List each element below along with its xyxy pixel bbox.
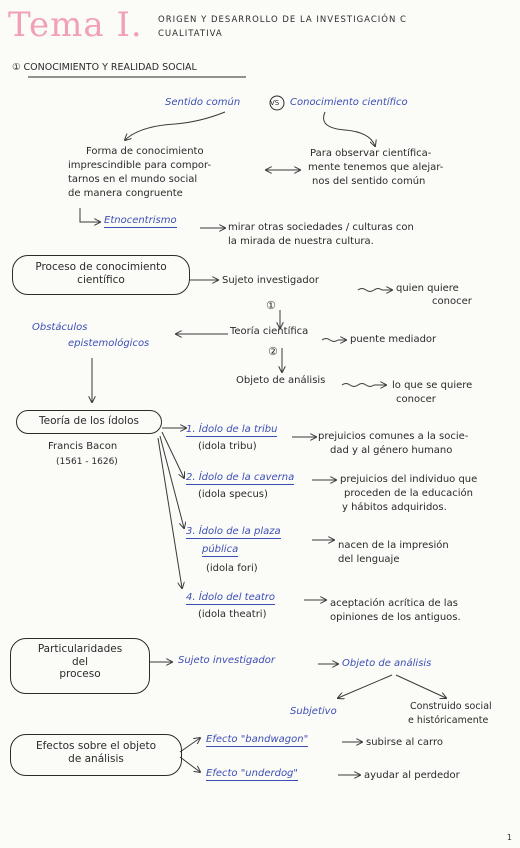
idolo-3-desc-line2: del lenguaje — [338, 554, 400, 565]
step-number-1: ① — [266, 299, 276, 312]
etnocentrismo-desc-line2: la mirada de nuestra cultura. — [228, 236, 374, 247]
efecto-underdog-desc: ayudar al perdedor — [364, 770, 460, 781]
cientifico-desc-line1: Para observar científica- — [310, 148, 432, 159]
bacon-years: (1561 - 1626) — [56, 457, 118, 467]
sujeto-desc-line1: quien quiere — [396, 283, 459, 294]
particularidades-line3: proceso — [59, 668, 101, 681]
idolo-1-title: 1. Ídolo de la tribu — [186, 424, 278, 437]
objeto-desc-line1: lo que se quiere — [392, 380, 473, 391]
conocimiento-cientifico: Conocimiento científico — [290, 97, 408, 108]
sujeto-investigador: Sujeto investigador — [222, 275, 319, 286]
efecto-bandwagon: Efecto "bandwagon" — [206, 734, 309, 747]
idolo-3-latin: (idola fori) — [206, 563, 258, 574]
particularidades-line1: Particularidades — [37, 643, 123, 655]
idolo-3-desc-line1: nacen de la impresión — [338, 540, 449, 551]
part-construido-line2: e históricamente — [408, 715, 489, 726]
idolos-box: Teoría de los ídolos — [16, 410, 162, 434]
tema-subtitle-line1: ORIGEN Y DESARROLLO DE LA INVESTIGACIÓN … — [158, 15, 407, 25]
sujeto-desc-line2: conocer — [432, 296, 472, 307]
idolo-3-title: 3. Ídolo de la plaza — [186, 526, 281, 539]
proceso-box-line1: Proceso de conocimiento — [35, 261, 167, 273]
tema-title: Tema I. — [8, 5, 143, 45]
idolo-2-desc-line1: prejuicios del individuo que — [340, 474, 478, 485]
teoria-desc: puente mediador — [350, 334, 437, 345]
bacon-name: Francis Bacon — [48, 441, 118, 452]
idolo-1-desc-line2: dad y al género humano — [330, 445, 453, 456]
efectos-line1: Efectos sobre el objeto — [35, 740, 157, 752]
idolo-4-desc-line2: opiniones de los antiguos. — [330, 612, 461, 623]
obstaculos-line1: Obstáculos — [32, 322, 88, 333]
step-number-2: ② — [268, 345, 278, 358]
idolo-3-title-line2: pública — [202, 544, 239, 557]
idolos-box-label: Teoría de los ídolos — [39, 415, 139, 427]
part-construido-line1: Construido social — [410, 701, 492, 712]
proceso-box-line2: científico — [77, 273, 125, 286]
cientifico-desc-line3: nos del sentido común — [312, 176, 426, 187]
sentido-desc-line1: Forma de conocimiento — [86, 146, 204, 157]
idolo-1-latin: (idola tribu) — [198, 441, 257, 452]
etnocentrismo: Etnocentrismo — [104, 215, 177, 228]
efectos-box: Efectos sobre el objeto de análisis — [10, 734, 182, 776]
sentido-desc-line4: de manera congruente — [68, 188, 183, 199]
idolo-4-latin: (idola theatri) — [198, 609, 267, 620]
section1-heading: ① CONOCIMIENTO Y REALIDAD SOCIAL — [12, 62, 197, 73]
sentido-comun: Sentido común — [165, 97, 241, 108]
sentido-desc-line3: tarnos en el mundo social — [68, 174, 198, 185]
idolo-1-desc-line1: prejuicios comunes a la socie- — [318, 431, 469, 442]
objeto-desc-line2: conocer — [396, 394, 436, 405]
idolo-4-desc-line1: aceptación acrítica de las — [330, 598, 458, 609]
proceso-box: Proceso de conocimiento científico — [12, 255, 190, 295]
efectos-line2: de análisis — [68, 752, 124, 765]
idolo-2-desc-line3: y hábitos adquiridos. — [342, 502, 447, 513]
teoria-cientifica: Teoría científica — [230, 326, 309, 337]
sentido-desc-line2: imprescindible para compor- — [68, 160, 212, 171]
page-number: 1 — [506, 833, 512, 842]
etnocentrismo-desc-line1: mirar otras sociedades / culturas con — [228, 222, 414, 233]
idolo-4-title: 4. Ídolo del teatro — [186, 592, 276, 605]
part-subjetivo: Subjetivo — [290, 706, 337, 717]
idolo-2-desc-line2: proceden de la educación — [344, 488, 473, 499]
particularidades-box: Particularidades del proceso — [10, 638, 150, 694]
vs-label: VS — [270, 99, 280, 107]
efecto-bandwagon-desc: subirse al carro — [366, 737, 443, 748]
idolo-2-latin: (idola specus) — [198, 489, 268, 500]
idolo-2-title: 2. Ídolo de la caverna — [186, 472, 295, 485]
tema-subtitle-line2: CUALITATIVA — [158, 29, 223, 39]
part-objeto: Objeto de análisis — [342, 658, 432, 669]
part-sujeto: Sujeto investigador — [178, 655, 275, 666]
objeto-analisis: Objeto de análisis — [236, 375, 326, 386]
obstaculos-line2: epistemológicos — [68, 338, 150, 349]
efecto-underdog: Efecto "underdog" — [206, 768, 299, 781]
cientifico-desc-line2: mente tenemos que alejar- — [308, 162, 444, 173]
particularidades-line2: del — [71, 655, 89, 668]
